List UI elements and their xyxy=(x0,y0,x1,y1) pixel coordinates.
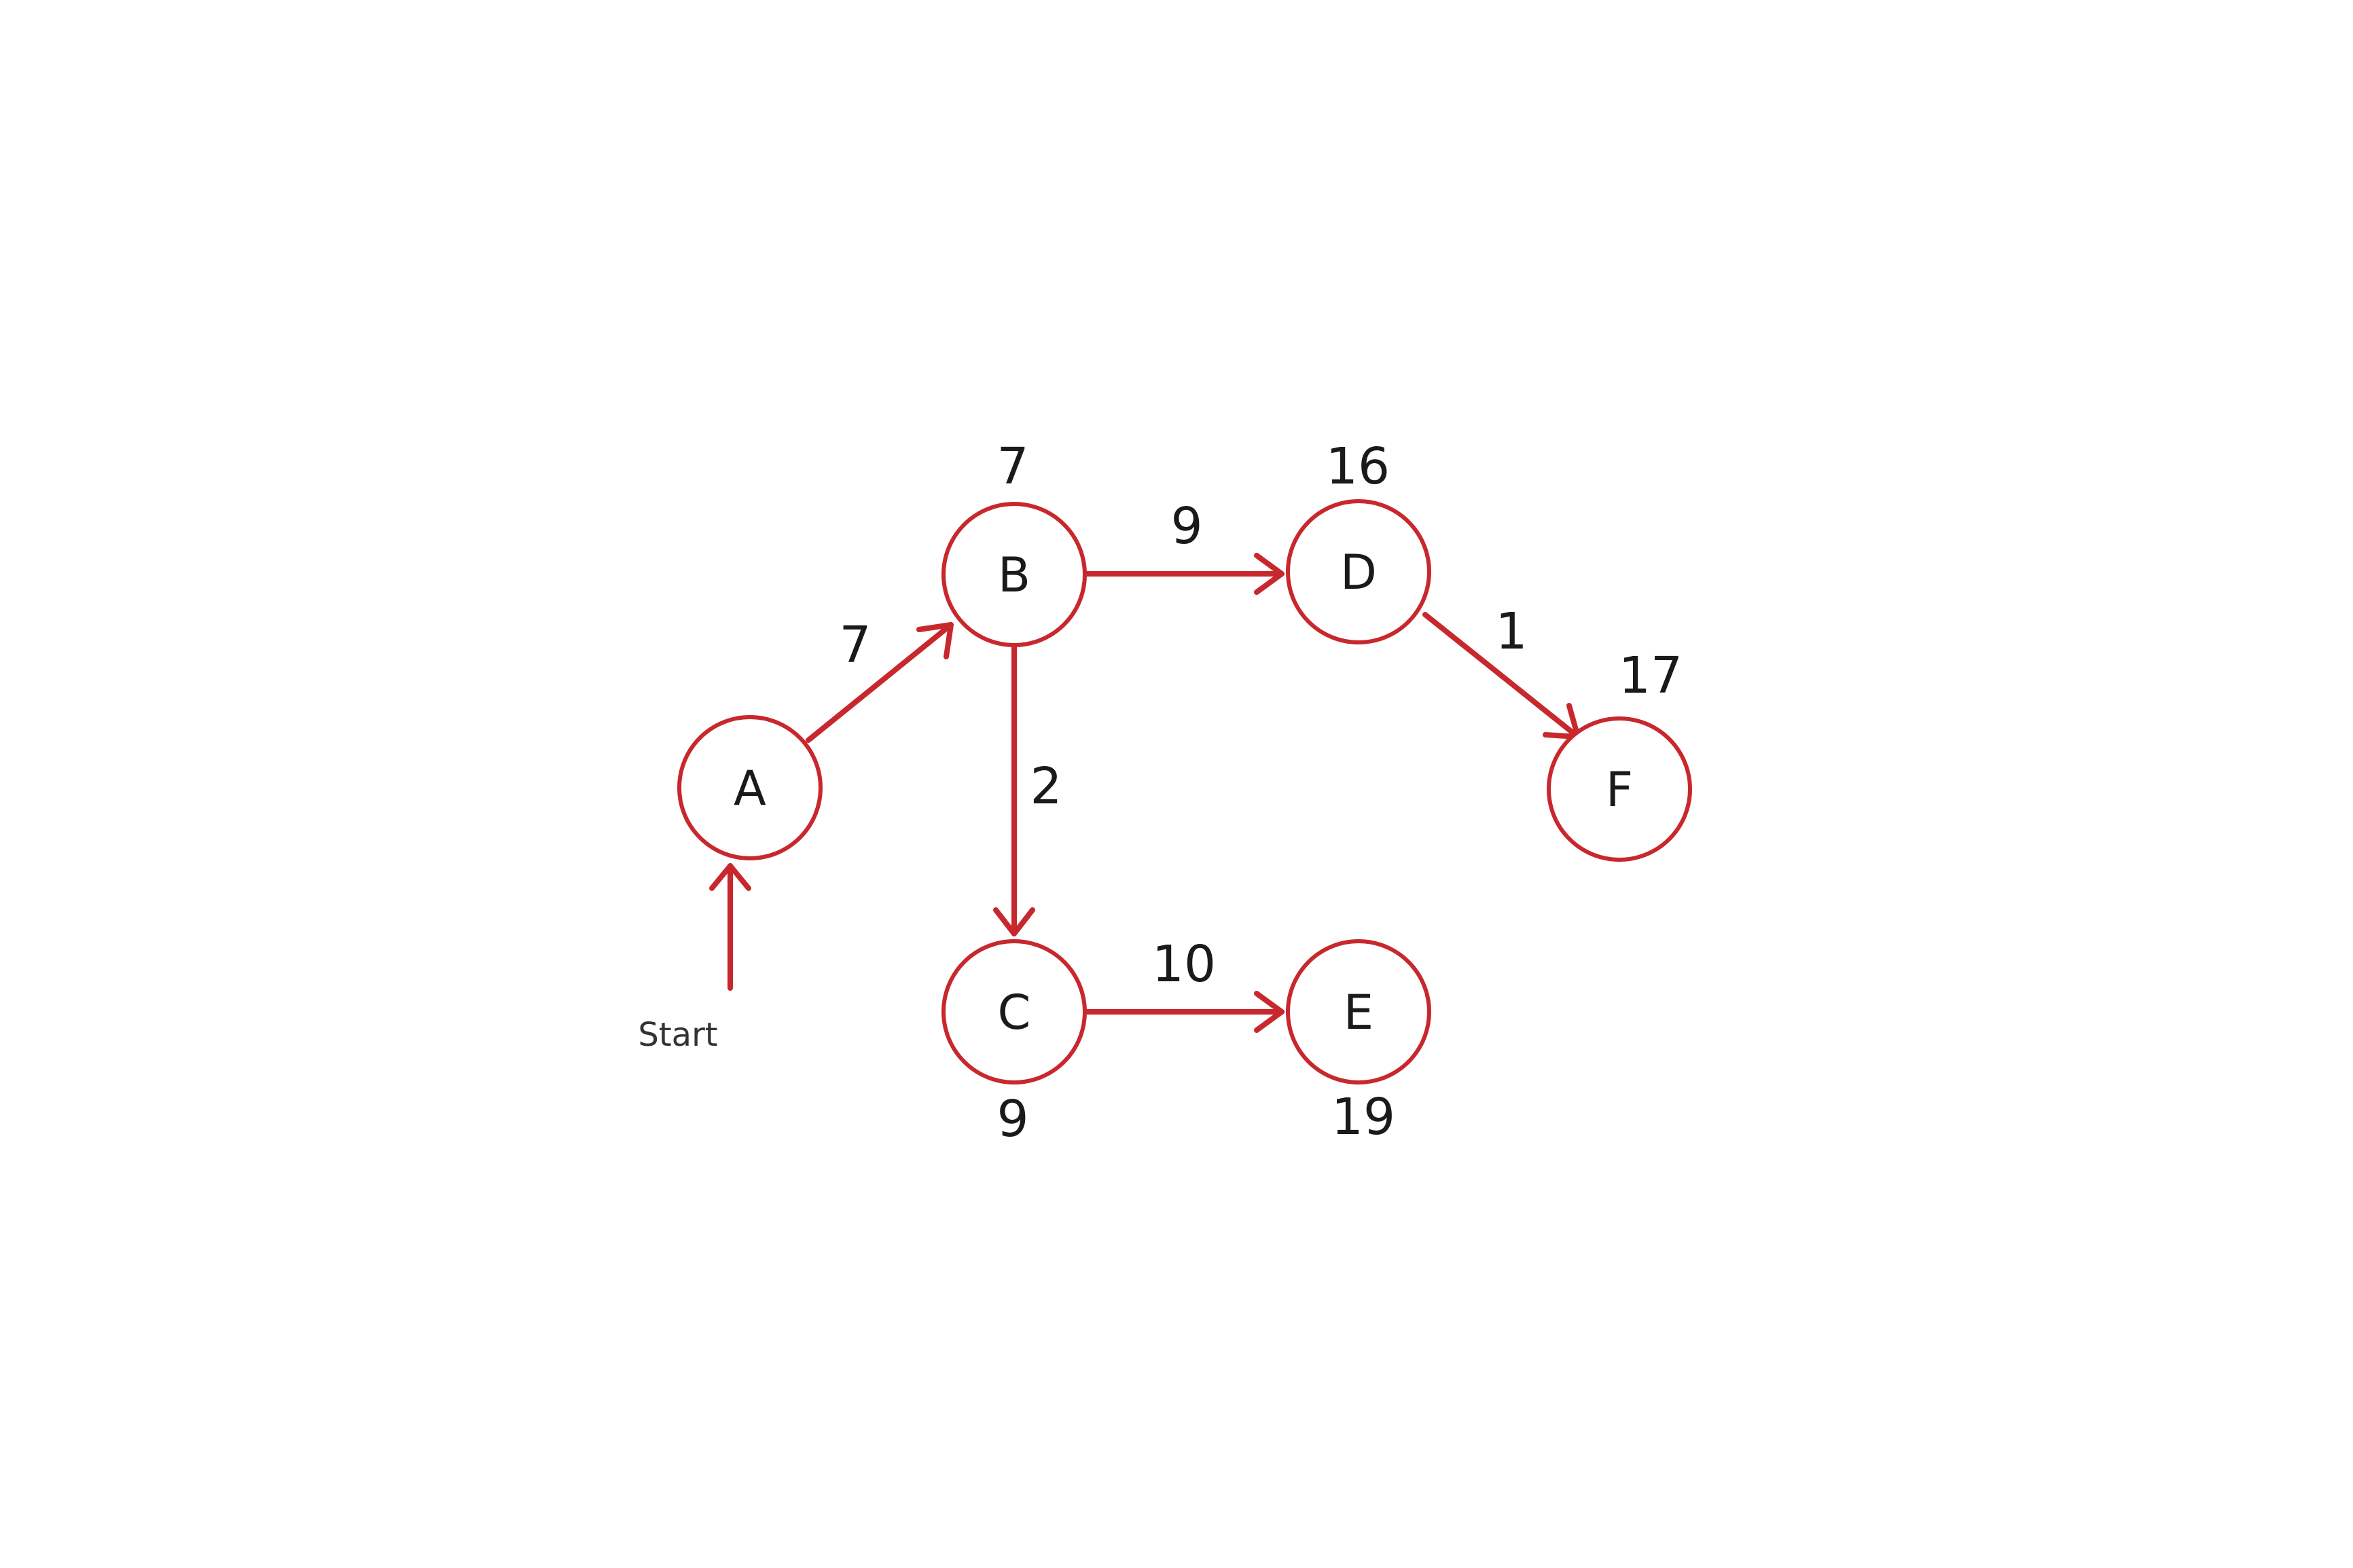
edge-b-d xyxy=(1083,553,1285,595)
node-a: A xyxy=(677,715,823,860)
node-distance-c: 9 xyxy=(996,1090,1028,1148)
edge-c-e xyxy=(1083,991,1285,1033)
node-label-d: D xyxy=(1340,545,1377,600)
node-distance-e: 19 xyxy=(1331,1088,1395,1146)
edge-weight-a-b: 7 xyxy=(839,616,871,674)
node-label-a: A xyxy=(734,761,766,816)
node-c: C xyxy=(941,939,1087,1084)
edge-b-c xyxy=(993,644,1035,936)
node-label-e: E xyxy=(1344,985,1373,1040)
edge-a-b xyxy=(806,622,954,743)
edge-weight-b-c: 2 xyxy=(1030,757,1062,816)
node-label-b: B xyxy=(998,547,1030,603)
node-distance-d: 16 xyxy=(1326,437,1390,496)
edge-weight-b-d: 9 xyxy=(1170,497,1202,555)
start-label: Start xyxy=(638,1016,717,1054)
node-distance-f: 17 xyxy=(1619,646,1683,705)
node-f: F xyxy=(1547,716,1692,862)
node-label-c: C xyxy=(998,985,1031,1040)
node-d: D xyxy=(1286,499,1431,644)
node-e: E xyxy=(1286,939,1431,1084)
node-distance-b: 7 xyxy=(996,437,1028,496)
edge-weight-d-f: 1 xyxy=(1495,602,1527,661)
edge-weight-c-e: 10 xyxy=(1152,935,1216,993)
node-label-f: F xyxy=(1606,762,1633,818)
node-b: B xyxy=(941,502,1087,647)
start-arrow xyxy=(709,863,751,991)
